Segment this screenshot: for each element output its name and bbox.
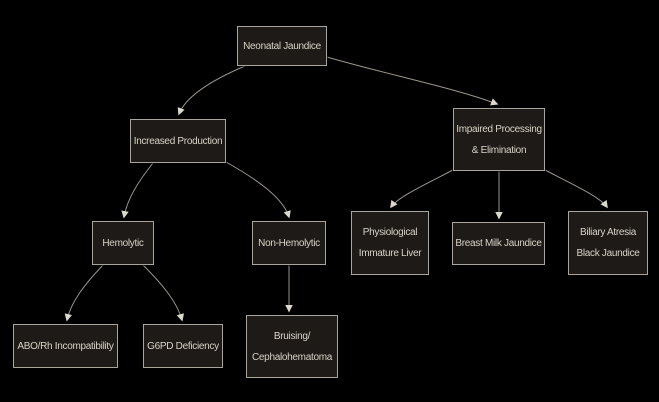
edge-increased-to-non-hemolytic xyxy=(225,161,291,219)
edge-impaired-to-physiological xyxy=(390,169,454,209)
node-biliary-atresia-black-jaundice: Biliary Atresia Black Jaundice xyxy=(568,211,648,275)
edge-hemolytic-to-abo-rh xyxy=(64,264,104,322)
node-abo-rh-incompatibility: ABO/Rh Incompatibility xyxy=(13,324,118,368)
edge-hemolytic-to-g6pd xyxy=(142,264,185,322)
node-impaired-processing-elimination: Impaired Processing & Elimination xyxy=(453,108,545,171)
node-bruising-cephalohematoma: Bruising/ Cephalohematoma xyxy=(246,315,338,378)
node-hemolytic: Hemolytic xyxy=(92,221,154,265)
node-non-hemolytic: Non-Hemolytic xyxy=(252,221,326,265)
node-g6pd-deficiency: G6PD Deficiency xyxy=(143,324,223,368)
node-physiological-immature-liver: Physiological Immature Liver xyxy=(351,211,429,275)
edge-increased-to-hemolytic xyxy=(121,162,154,219)
edge-neonatal-to-impaired xyxy=(326,56,499,106)
edge-neonatal-to-increased xyxy=(177,65,246,116)
edge-impaired-to-biliary xyxy=(544,169,608,209)
node-neonatal-jaundice: Neonatal Jaundice xyxy=(237,26,327,66)
node-increased-production: Increased Production xyxy=(130,119,226,163)
node-breast-milk-jaundice: Breast Milk Jaundice xyxy=(452,222,545,265)
